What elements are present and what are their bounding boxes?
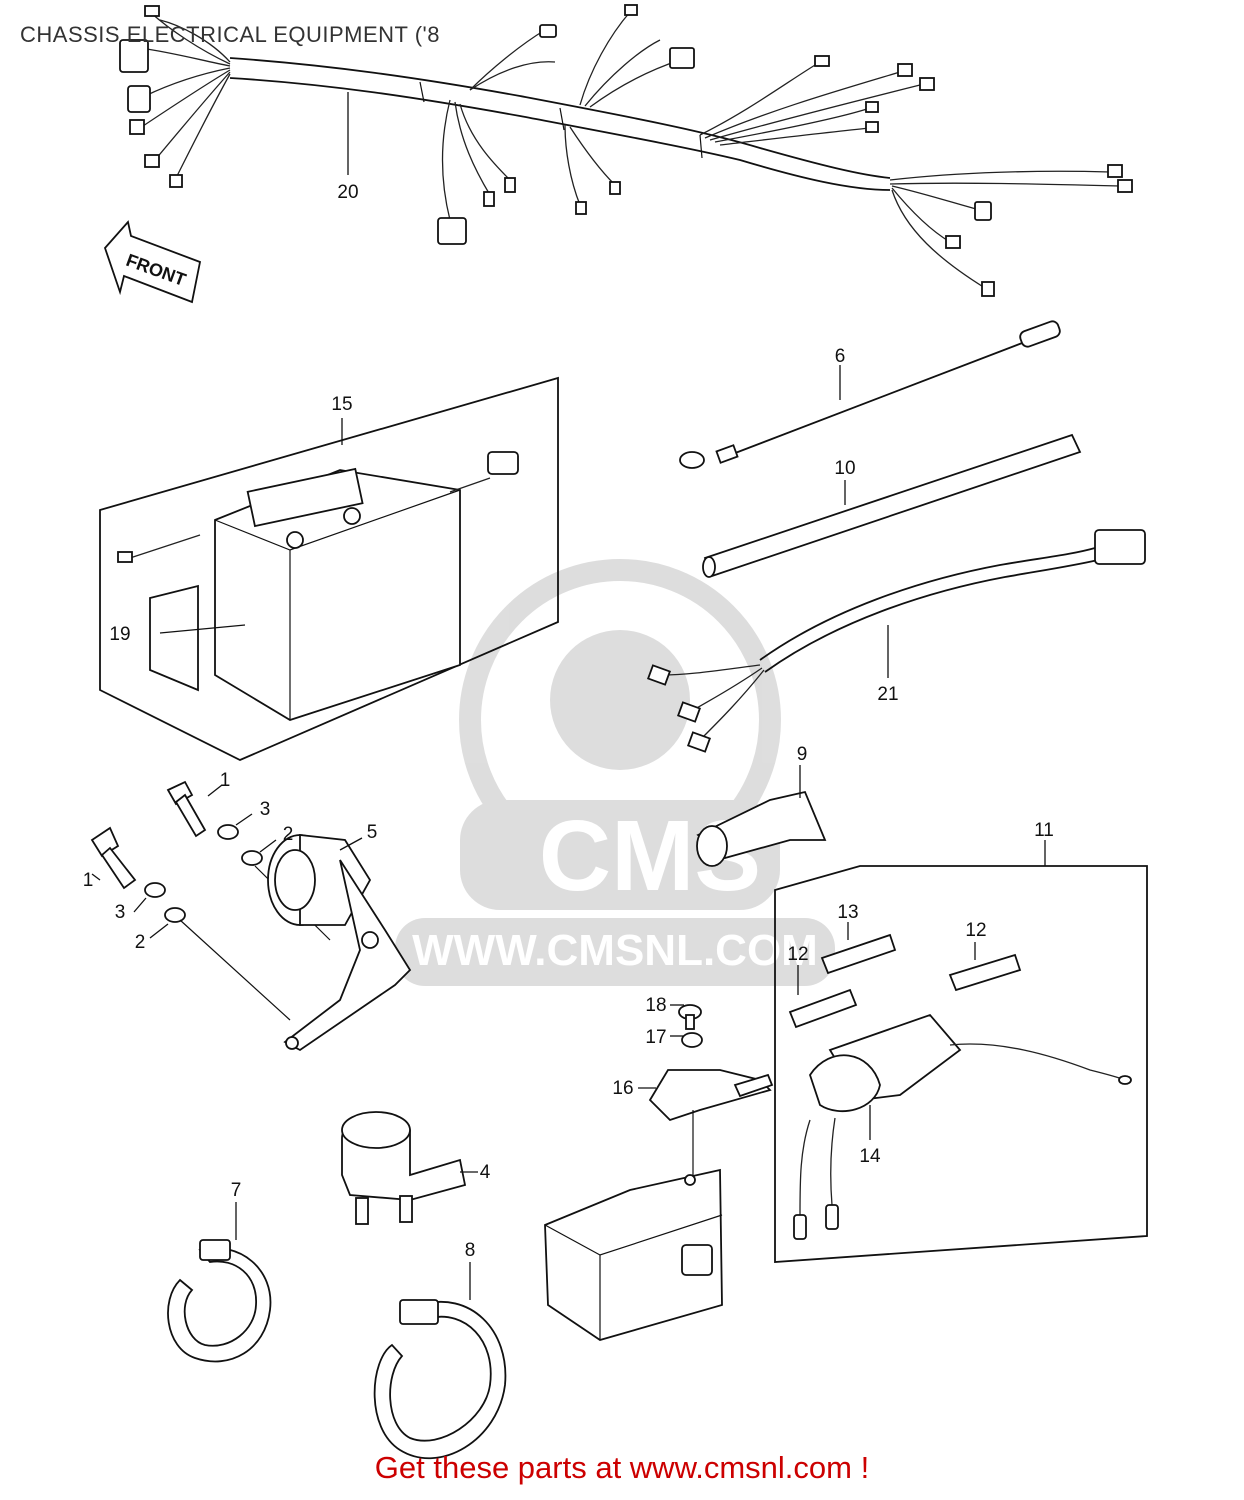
callout-18: 18 bbox=[645, 995, 666, 1016]
horn bbox=[267, 833, 412, 1052]
rubber-cap bbox=[696, 765, 827, 867]
sub-harness bbox=[646, 529, 1146, 753]
callout-3-top: 3 bbox=[260, 799, 271, 820]
callout-6: 6 bbox=[835, 346, 846, 367]
page-title: CHASSIS ELECTRICAL EQUIPMENT ('8 bbox=[20, 22, 440, 47]
fuse-13 bbox=[820, 933, 897, 975]
front-direction-arrow: FRONT bbox=[103, 220, 202, 304]
callout-13: 13 bbox=[837, 902, 858, 923]
battery-assembly bbox=[99, 376, 559, 761]
fuse-holder bbox=[793, 1013, 1132, 1240]
callout-2-top: 2 bbox=[283, 824, 294, 845]
ground-lead bbox=[679, 320, 1061, 469]
footer-link-text: Get these parts at www.cmsnl.com ! bbox=[374, 1450, 870, 1485]
callout-14: 14 bbox=[859, 1146, 881, 1167]
callout-19: 19 bbox=[109, 624, 130, 645]
fuse-12-left bbox=[788, 988, 858, 1029]
callout-11: 11 bbox=[1034, 820, 1054, 841]
callout-16: 16 bbox=[612, 1078, 633, 1099]
band-large bbox=[373, 1262, 507, 1460]
cmsnl-watermark: CMS WWW.CMSNL.COM bbox=[395, 559, 835, 986]
callout-10: 10 bbox=[834, 458, 855, 479]
fuse-box-case bbox=[544, 1168, 723, 1341]
callout-7: 7 bbox=[231, 1180, 242, 1201]
callout-12-right: 12 bbox=[965, 920, 986, 941]
callout-labels: 20 15 19 6 10 21 9 1 3 2 5 1 3 2 11 13 1… bbox=[83, 182, 1054, 1261]
callout-1-bottom: 1 bbox=[83, 870, 94, 891]
callout-21: 21 bbox=[877, 684, 898, 705]
main-wiring-harness bbox=[119, 4, 1133, 297]
relay bbox=[341, 1111, 478, 1225]
callout-1-top: 1 bbox=[220, 770, 231, 791]
callout-3-bottom: 3 bbox=[115, 902, 126, 923]
band-small bbox=[167, 1202, 272, 1363]
callout-8: 8 bbox=[465, 1240, 476, 1261]
harness-left-connectors bbox=[119, 5, 183, 188]
horn-mounting-hardware bbox=[90, 780, 331, 1021]
fuse-12-right bbox=[948, 953, 1022, 992]
callout-4: 4 bbox=[480, 1162, 491, 1183]
callout-15: 15 bbox=[331, 394, 352, 415]
fuse-box-bracket-hardware bbox=[638, 1004, 774, 1178]
fuse-box-assembly bbox=[774, 840, 1148, 1263]
callout-9: 9 bbox=[797, 744, 808, 765]
protective-tube bbox=[702, 433, 1082, 578]
callout-17: 17 bbox=[645, 1027, 666, 1048]
watermark-url: WWW.CMSNL.COM bbox=[412, 926, 818, 975]
callout-12-left: 12 bbox=[787, 944, 808, 965]
callout-20: 20 bbox=[337, 182, 358, 203]
callout-2-bottom: 2 bbox=[135, 932, 146, 953]
callout-5: 5 bbox=[367, 822, 378, 843]
